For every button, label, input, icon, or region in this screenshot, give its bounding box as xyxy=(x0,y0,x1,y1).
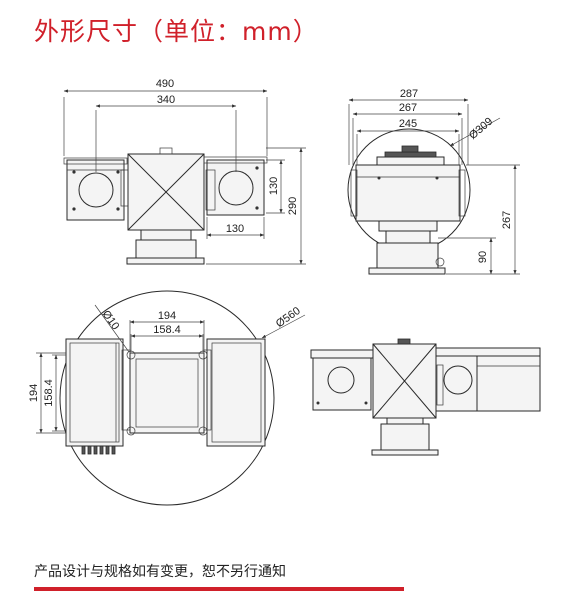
dim-housing-width: 130 xyxy=(226,223,244,235)
dim-width-287: 287 xyxy=(400,88,418,100)
dim-width-267: 267 xyxy=(399,102,417,114)
dim-width-245: 245 xyxy=(399,118,417,130)
front-view: 490 340 130 290 130 xyxy=(63,78,306,265)
dim-top-hole-spacing-y: 158.4 xyxy=(43,379,55,407)
dim-base-height: 90 xyxy=(477,251,489,263)
dim-mount-spacing: 340 xyxy=(157,94,175,106)
front-pedestal xyxy=(126,229,205,265)
top-view: Ø10 194 158.4 194 158.4 Ø560 xyxy=(28,290,306,506)
dim-side-sweep-diameter: Ø309 xyxy=(467,115,495,141)
front-right-camera-housing xyxy=(203,156,268,216)
side-view: 287 267 245 Ø309 267 90 xyxy=(347,88,520,275)
rear-view xyxy=(310,338,541,456)
page-title: 外形尺寸（单位：mm） xyxy=(34,17,319,46)
front-center-box xyxy=(127,147,205,231)
dim-top-box-height: 194 xyxy=(28,384,40,402)
dim-side-height: 267 xyxy=(501,211,513,229)
dim-top-hole-spacing-x: 158.4 xyxy=(153,324,181,336)
dim-overall-width: 490 xyxy=(156,78,174,90)
disclaimer-note: 产品设计与规格如有变更，恕不另行通知 xyxy=(34,564,286,580)
front-left-camera-housing xyxy=(63,157,130,221)
dim-total-height: 290 xyxy=(287,197,299,215)
dim-top-box-width: 194 xyxy=(158,310,176,322)
footer-accent-bar xyxy=(34,587,404,591)
top-sweep-circle xyxy=(59,290,275,506)
top-left-connectors xyxy=(81,445,116,455)
dim-top-sweep-diameter: Ø560 xyxy=(274,305,303,330)
dim-housing-height: 130 xyxy=(268,177,280,195)
dim-hole-diameter: Ø10 xyxy=(100,308,122,332)
